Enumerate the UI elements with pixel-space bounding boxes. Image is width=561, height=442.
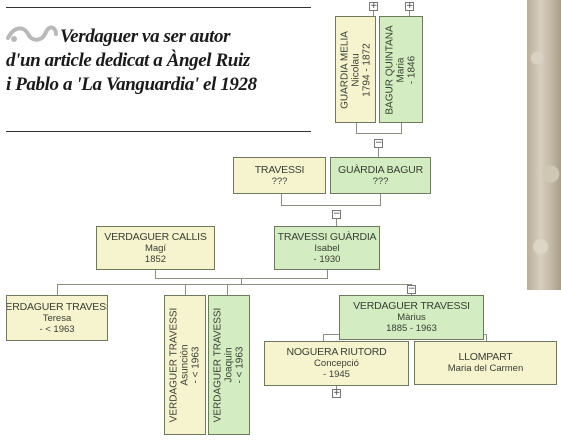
bottom-rule: [6, 131, 311, 132]
collapse-toggle-marius[interactable]: −: [407, 284, 416, 294]
connector: [356, 123, 357, 133]
connector: [185, 284, 186, 295]
connector: [378, 148, 379, 157]
connector: [155, 270, 156, 278]
quote-line-2: d'un article dedicat a Àngel Ruiz: [6, 50, 250, 71]
connector: [281, 194, 282, 205]
connector: [327, 270, 328, 278]
connector: [323, 334, 324, 341]
expand-toggle-bagur-quintana[interactable]: +: [405, 1, 414, 11]
expand-toggle-guardia-melia[interactable]: +: [369, 1, 378, 11]
connector: [484, 334, 487, 335]
person-llompart[interactable]: LLOMPART Maria del Carmen: [414, 341, 557, 385]
connector: [336, 386, 337, 389]
connector: [57, 284, 412, 285]
collapse-toggle-couple-1[interactable]: −: [374, 138, 383, 148]
connector: [380, 194, 381, 205]
person-travessi-guardia[interactable]: TRAVESSI GUÀRDIA Isabel - 1930: [274, 226, 380, 270]
person-marius[interactable]: VERDAGUER TRAVESSI Màrius 1885 - 1963: [339, 295, 484, 340]
quote-line-1: Verdaguer va ser autor: [6, 24, 318, 49]
pull-quote: Verdaguer va ser autor d'un article dedi…: [6, 24, 318, 97]
connector: [281, 205, 381, 206]
connector: [373, 11, 374, 17]
person-teresa[interactable]: VERDAGUER TRAVESSI Teresa - < 1963: [6, 295, 108, 341]
connector: [486, 334, 487, 341]
person-noguera-riutord[interactable]: NOGUERA RIUTORD Concepció - 1945: [264, 341, 409, 386]
top-rule: [6, 7, 311, 8]
person-asuncion[interactable]: VERDAGUER TRAVESSI Asunción - < 1963: [164, 295, 206, 435]
expand-toggle-noguera[interactable]: +: [332, 388, 341, 398]
connector: [241, 278, 242, 284]
stone-wall-photo: [527, 0, 561, 290]
scroll-flourish-icon: [6, 25, 58, 42]
connector: [336, 219, 337, 226]
person-travessi[interactable]: TRAVESSI ???: [233, 157, 326, 194]
connector: [57, 284, 58, 295]
person-verdaguer-callis[interactable]: VERDAGUER CALLIS Magí 1852: [96, 226, 215, 270]
connector: [356, 133, 402, 134]
person-guardia-melia[interactable]: GUARDIA MELIA Nicolau 1794 - 1872: [335, 16, 376, 123]
person-guardia-bagur[interactable]: GUÀRDIA BAGUR ???: [330, 157, 431, 194]
person-joaquin[interactable]: VERDAGUER TRAVESSI Joaquin - < 1963: [208, 295, 250, 435]
person-bagur-quintana[interactable]: BAGUR QUINTANA Maria - 1846: [379, 16, 423, 123]
connector: [323, 334, 339, 335]
connector: [409, 11, 410, 17]
connector: [227, 284, 228, 295]
connector: [401, 123, 402, 133]
collapse-toggle-couple-2[interactable]: −: [332, 209, 341, 219]
quote-line-3: i Pablo a 'La Vanguardia' el 1928: [6, 74, 257, 95]
